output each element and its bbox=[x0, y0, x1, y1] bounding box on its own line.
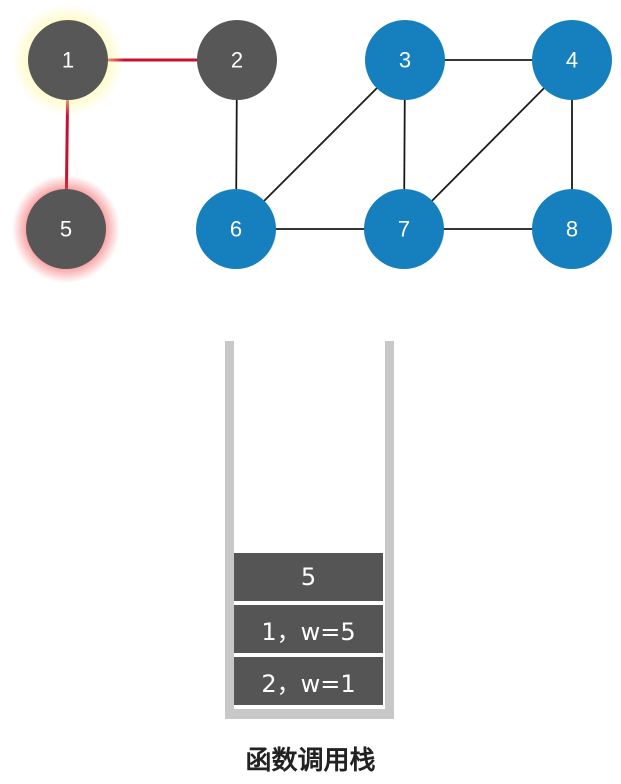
stack-frame-bottom: 2，w=1 bbox=[234, 657, 383, 705]
node-3-circle bbox=[365, 20, 445, 100]
node-2-circle bbox=[197, 20, 277, 100]
node-4-circle bbox=[532, 20, 612, 100]
node-1: 1 bbox=[28, 20, 108, 100]
node-6-label: 6 bbox=[230, 217, 242, 242]
node-layer: 1 2 3 4 5 6 7 8 bbox=[26, 20, 612, 269]
node-1-label: 1 bbox=[62, 48, 74, 73]
stack-frame-top: 5 bbox=[234, 553, 383, 601]
edge-layer bbox=[64, 58, 573, 230]
node-6-circle bbox=[196, 189, 276, 269]
node-2-label: 2 bbox=[231, 48, 243, 73]
node-6: 6 bbox=[196, 189, 276, 269]
node-4-label: 4 bbox=[566, 48, 578, 73]
node-8: 8 bbox=[532, 189, 612, 269]
node-2: 2 bbox=[197, 20, 277, 100]
node-7: 7 bbox=[364, 189, 444, 269]
node-5-circle bbox=[26, 189, 106, 269]
graph: 1 2 3 4 5 6 7 8 bbox=[12, 4, 612, 283]
node-5: 5 bbox=[26, 189, 106, 269]
node-8-circle bbox=[532, 189, 612, 269]
node-7-label: 7 bbox=[398, 217, 410, 242]
stack-bottom-wall bbox=[225, 709, 394, 719]
node-3: 3 bbox=[365, 20, 445, 100]
stack-right-wall bbox=[385, 341, 394, 719]
node-3-label: 3 bbox=[399, 48, 411, 73]
node-1-circle bbox=[28, 20, 108, 100]
stack-caption: 函数调用栈 bbox=[245, 746, 376, 776]
stack-frame-middle: 1，w=5 bbox=[234, 605, 383, 653]
stack-left-wall bbox=[225, 341, 234, 719]
node-5-label: 5 bbox=[60, 217, 72, 242]
node-8-label: 8 bbox=[566, 217, 578, 242]
node-4: 4 bbox=[532, 20, 612, 100]
node-7-circle bbox=[364, 189, 444, 269]
